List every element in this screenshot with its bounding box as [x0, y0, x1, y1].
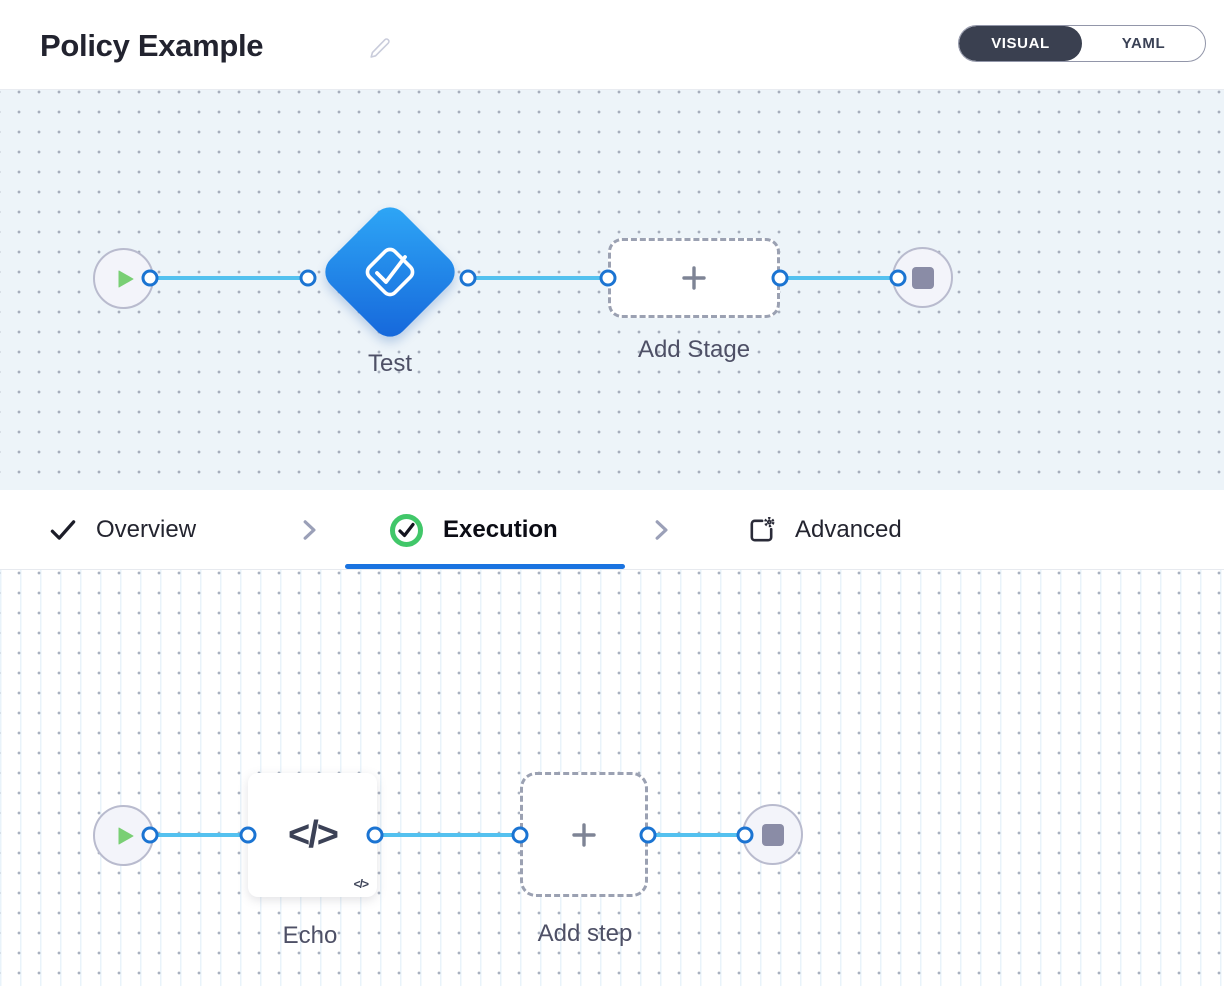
tab-overview-label: Overview: [96, 516, 197, 543]
page-title: Policy Example: [40, 28, 264, 63]
connector-port[interactable]: [511, 826, 529, 844]
connector-port[interactable]: [736, 826, 754, 844]
add-stage-button[interactable]: [608, 238, 780, 318]
tab-overview[interactable]: Overview: [48, 490, 196, 570]
connector-port[interactable]: [366, 826, 384, 844]
yaml-toggle-button[interactable]: YAML: [1121, 35, 1166, 52]
tab-advanced-label: Advanced: [795, 516, 902, 543]
edit-pencil-icon[interactable]: [368, 36, 392, 60]
code-badge-icon: </>: [353, 877, 369, 891]
chevron-right-icon: [655, 520, 668, 540]
chevron-right-icon: [303, 520, 316, 540]
tab-execution[interactable]: Execution: [388, 490, 558, 570]
wire: [648, 833, 745, 837]
view-mode-toggle: VISUAL YAML: [958, 25, 1206, 62]
plus-icon: [682, 266, 706, 290]
step-pipeline-canvas[interactable]: </> </> Echo Add step: [0, 570, 1224, 986]
square-gear-icon: [750, 516, 775, 541]
add-stage-label: Add Stage: [637, 336, 751, 363]
tab-execution-label: Execution: [443, 516, 558, 543]
check-icon: [50, 520, 76, 540]
wire: [375, 833, 520, 837]
stage-node-label: Test: [367, 350, 413, 377]
add-step-label: Add step: [537, 920, 633, 947]
wire: [150, 833, 248, 837]
wire: [150, 276, 308, 280]
step-node-echo[interactable]: </> </>: [248, 773, 377, 897]
tab-advanced[interactable]: Advanced: [746, 490, 902, 570]
stop-icon: [911, 266, 934, 289]
check-circle-icon: [390, 513, 423, 547]
page-header: Policy Example VISUAL YAML: [0, 0, 1224, 90]
connector-port[interactable]: [599, 269, 617, 287]
visual-toggle-button[interactable]: VISUAL: [959, 26, 1082, 61]
active-tab-indicator: [345, 564, 625, 569]
connector-port[interactable]: [141, 826, 159, 844]
plus-icon: [572, 822, 596, 847]
connector-port[interactable]: [771, 269, 789, 287]
stop-icon: [761, 823, 784, 846]
connector-port[interactable]: [639, 826, 657, 844]
wire: [468, 276, 608, 280]
code-icon: </>: [288, 813, 339, 856]
connector-port[interactable]: [459, 269, 477, 287]
add-step-button[interactable]: [520, 772, 648, 897]
stage-pipeline-canvas[interactable]: Test Add Stage: [0, 90, 1224, 490]
approval-check-icon: [365, 247, 415, 297]
play-icon: [118, 827, 133, 844]
connector-port[interactable]: [239, 826, 257, 844]
connector-port[interactable]: [141, 269, 159, 287]
play-icon: [118, 270, 133, 287]
wire: [780, 276, 898, 280]
connector-port[interactable]: [889, 269, 907, 287]
config-tabstrip: Overview Execution Advanced: [0, 490, 1224, 570]
step-flow-end-node[interactable]: [742, 804, 803, 865]
connector-port[interactable]: [299, 269, 317, 287]
step-node-label: Echo: [282, 922, 338, 949]
